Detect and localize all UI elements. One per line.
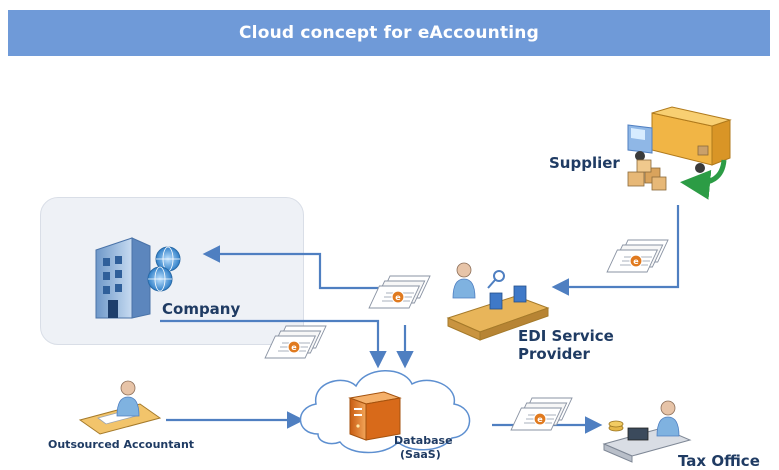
title-banner: Cloud concept for eAccounting — [8, 10, 770, 56]
tax-office-icon — [602, 400, 692, 463]
tax-office-label: Tax Office — [678, 452, 760, 470]
supplier-label: Supplier — [549, 154, 620, 172]
edi-label-line1: EDI Service — [518, 327, 614, 345]
arrow-edi-to-company — [202, 245, 378, 290]
green-curved-arrow-icon — [680, 159, 727, 200]
building-icon — [95, 237, 151, 319]
globe-icon — [147, 246, 181, 292]
edi-provider-icon — [446, 262, 550, 341]
diagram-title: Cloud concept for eAccounting — [239, 23, 539, 43]
document-stack-icon — [606, 239, 669, 273]
database-label-line1: Database — [394, 434, 453, 447]
document-stack-icon — [264, 325, 327, 359]
boxes-icon — [627, 159, 667, 191]
accountant-label: Outsourced Accountant — [48, 438, 195, 451]
arrow-company-to-database — [160, 319, 387, 369]
company-label: Company — [162, 300, 241, 318]
truck-icon — [627, 106, 732, 173]
arrow-supplier-to-edi — [551, 205, 680, 296]
accountant-icon — [78, 380, 162, 435]
server-icon — [348, 391, 402, 441]
edi-label-line2: Provider — [518, 345, 590, 363]
database-label-line2: (SaaS) — [400, 448, 441, 461]
flow-arrows — [160, 205, 680, 434]
document-stack-icon — [368, 275, 431, 309]
